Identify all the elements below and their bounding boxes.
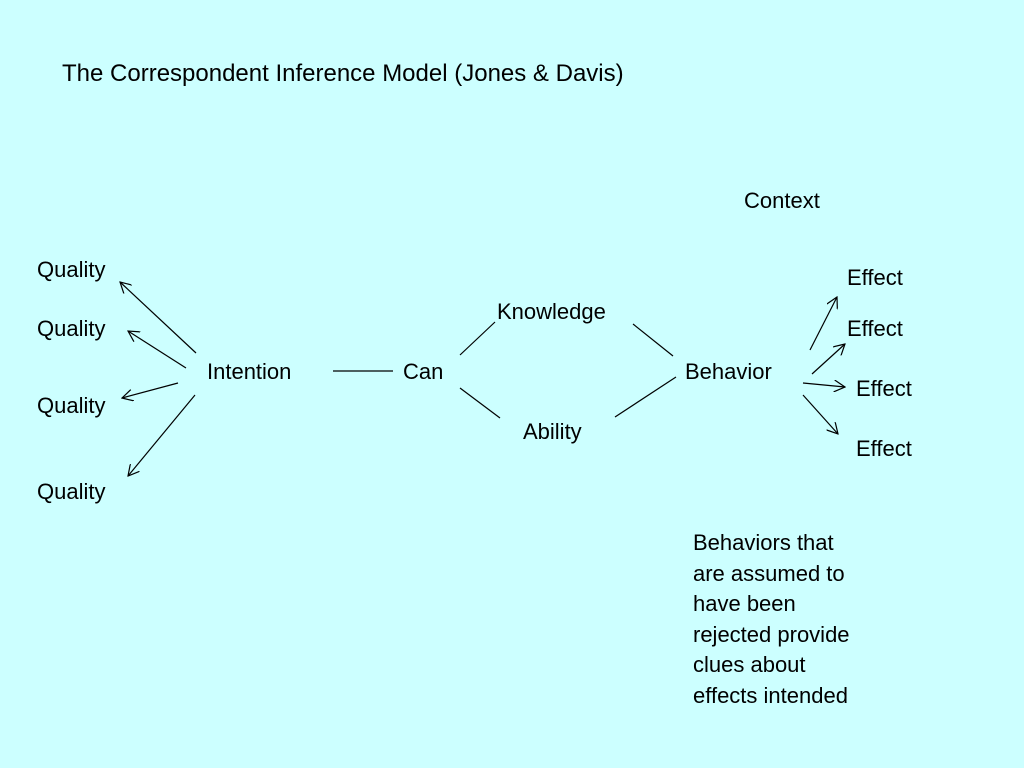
explanatory-note: Behaviors that are assumed to have been … (693, 528, 850, 711)
note-line: rejected provide (693, 621, 850, 647)
arrow-behavior-effect-3 (802, 383, 845, 387)
quality-label-1: Quality (37, 257, 106, 282)
knowledge-node: Knowledge (497, 299, 606, 324)
note-line: clues about (693, 652, 806, 677)
quality-label-3: Quality (37, 393, 106, 418)
line-can-ability (459, 387, 501, 419)
arrow-intention-quality-2 (128, 331, 187, 369)
arrow-intention-quality-4 (128, 394, 196, 476)
note-line: have been (693, 591, 796, 616)
arrow-behavior-effect-4 (802, 394, 838, 434)
effect-label-1: Effect (847, 265, 903, 290)
effect-label-2: Effect (847, 316, 903, 341)
arrow-behavior-effect-1 (809, 297, 837, 351)
line-ability-behavior (614, 376, 677, 418)
intention-node: Intention (207, 359, 292, 384)
effect-label-3: Effect (856, 376, 912, 401)
note-line: effects intended (693, 682, 848, 708)
line-knowledge-behavior (632, 323, 674, 357)
line-can-knowledge (459, 321, 496, 356)
can-node: Can (403, 359, 444, 384)
note-line: Behaviors that (693, 530, 834, 555)
arrow-intention-quality-1 (120, 282, 197, 354)
behavior-node: Behavior (685, 359, 772, 384)
quality-label-4: Quality (37, 479, 106, 504)
effect-label-4: Effect (856, 436, 912, 461)
slide-title: The Correspondent Inference Model (Jones… (62, 60, 624, 87)
arrow-intention-quality-3 (122, 382, 179, 398)
quality-label-2: Quality (37, 316, 106, 341)
ability-node: Ability (523, 419, 582, 444)
note-line: are assumed to (693, 560, 845, 586)
arrow-behavior-effect-2 (811, 344, 845, 375)
context-label: Context (744, 188, 820, 213)
